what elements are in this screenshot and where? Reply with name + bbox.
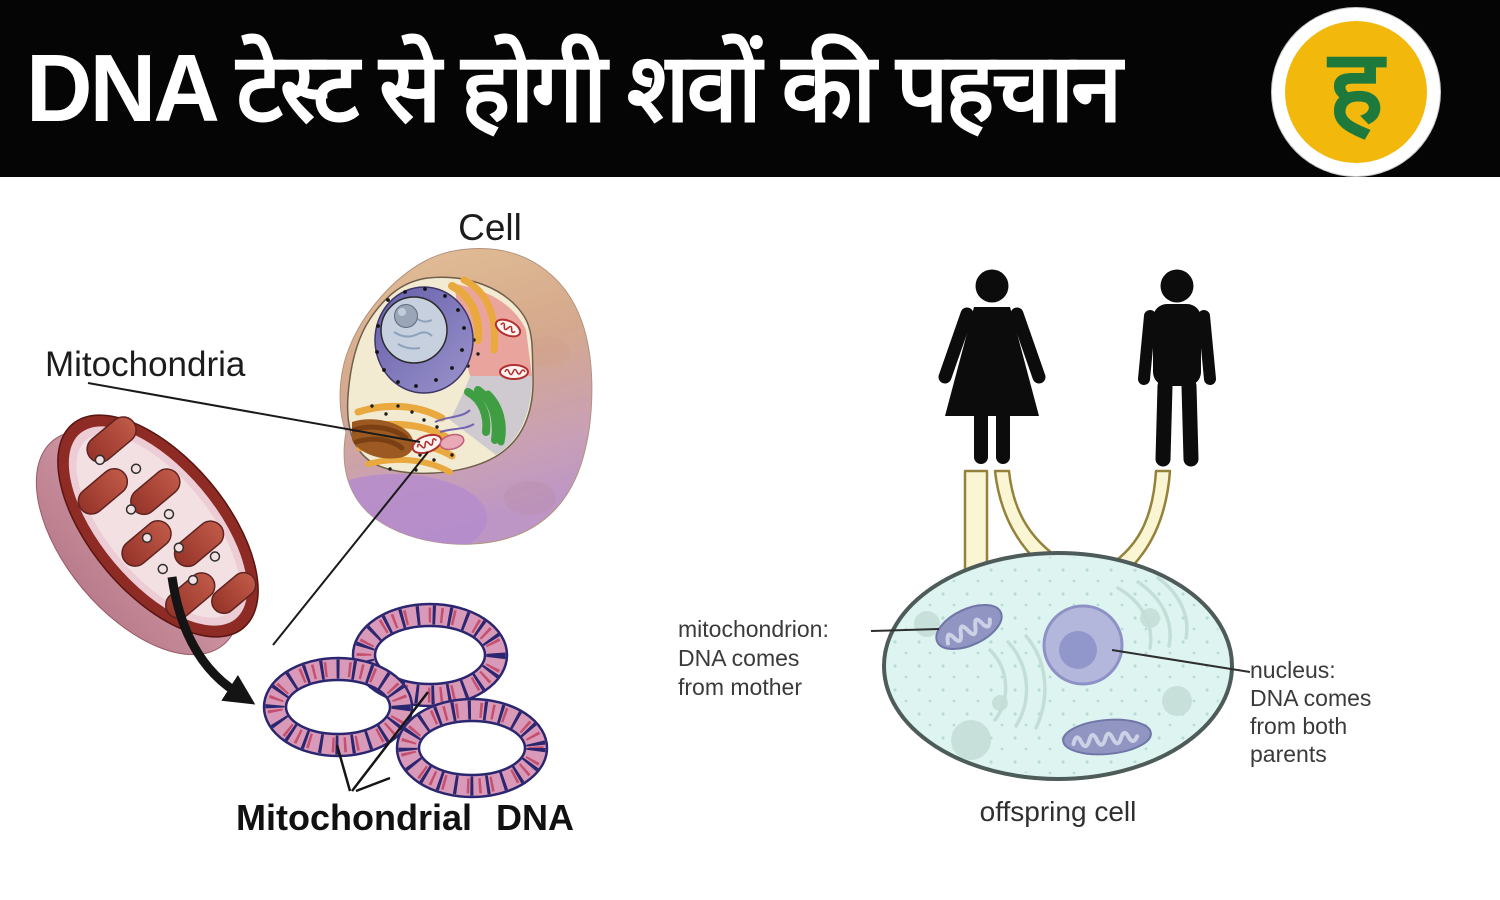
man-icon	[1138, 269, 1216, 467]
mtdna-ring-1	[351, 602, 509, 708]
pointer-line-cell-to-mito	[272, 451, 429, 646]
offspring-mitochondrion-1	[935, 603, 1003, 651]
nucleus-note-line4: parents	[1250, 741, 1327, 767]
offspring-mitochondrion-2	[1062, 718, 1152, 756]
cristae	[77, 416, 257, 619]
nucleolus	[380, 296, 448, 364]
nucleus-note-line3: from both	[1250, 713, 1347, 739]
right-diagram: mitochondrion: DNA comes from mother nuc…	[678, 269, 1371, 827]
offspring-cell	[882, 551, 1234, 781]
offspring-nucleus	[1042, 604, 1124, 686]
news-logo-circle: ह	[1285, 21, 1427, 163]
offspring-cell-label: offspring cell	[980, 796, 1137, 827]
mito-note-line	[870, 628, 940, 632]
cell-illustration	[339, 247, 593, 545]
cytoplasm-swirls	[988, 576, 1189, 730]
news-logo-letter-icon: ह	[1328, 30, 1384, 146]
mitochondrion-large	[35, 414, 259, 656]
headline: DNA टेस्ट से होगी शवों की पहचान	[26, 35, 1122, 142]
nucleus-note: nucleus: DNA comes from both parents	[1250, 657, 1371, 767]
pointer-line-label-to-cell	[87, 382, 421, 443]
mito-note-line1: mitochondrion:	[678, 616, 829, 642]
microtubule-threads	[434, 409, 475, 433]
nucleus-note-line2: DNA comes	[1250, 685, 1371, 711]
mtdna-ring-3	[395, 697, 549, 799]
nucleus-note-line	[1111, 649, 1251, 673]
golgi-apparatus	[351, 419, 414, 459]
header-bar: DNA टेस्ट से होगी शवों की पहचान ह	[0, 0, 1500, 177]
mini-mitochondrion-2	[499, 364, 529, 380]
pink-vesicle	[439, 433, 465, 451]
green-organelle	[464, 386, 506, 446]
mini-mitochondrion-1	[494, 318, 522, 338]
woman-icon	[938, 269, 1046, 464]
nucleus-note-line1: nucleus:	[1250, 657, 1336, 683]
left-diagram: Cell	[35, 207, 593, 838]
mito-note-line2: DNA comes	[678, 645, 799, 671]
cell-nucleus	[374, 286, 474, 394]
mitochondria-label: Mitochondria	[45, 345, 246, 384]
mito-note-line3: from mother	[678, 674, 802, 700]
cell-label: Cell	[458, 207, 522, 248]
news-logo: ह	[1272, 8, 1440, 176]
mtdna-nucleoids	[94, 454, 221, 586]
mini-mitochondrion-3	[411, 433, 443, 455]
mitochondrion-note: mitochondrion: DNA comes from mother	[678, 616, 829, 700]
mtdna-pointer-lines	[335, 691, 429, 793]
mitochondrial-dna-label: Mitochondrial DNA	[236, 797, 574, 838]
mito-to-dna-arrow	[167, 576, 256, 705]
cytoplasm-blobs	[914, 608, 1192, 760]
